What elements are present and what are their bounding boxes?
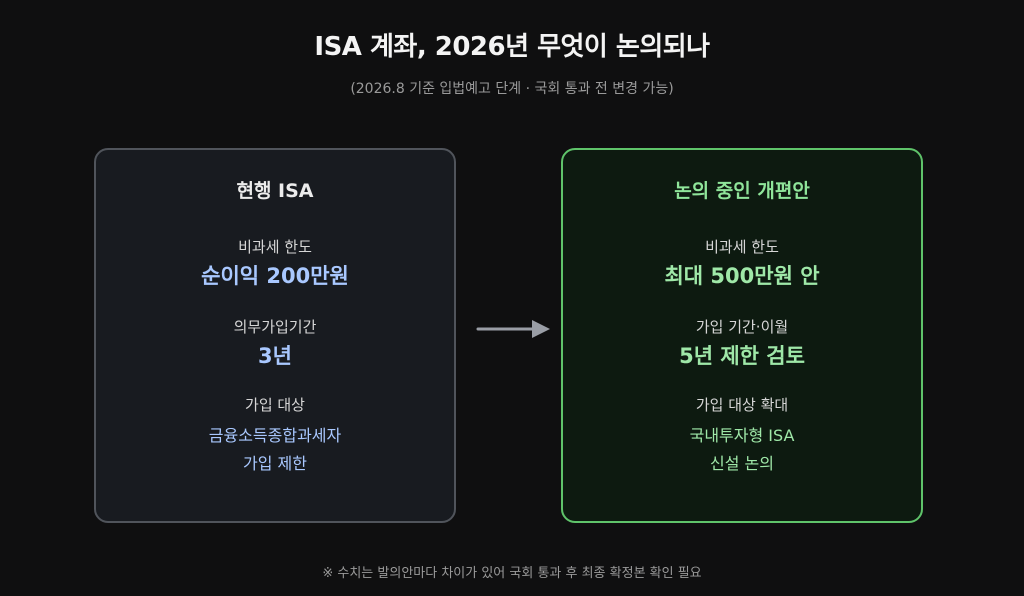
proposed-eligibility-label: 가입 대상 확대 — [695, 396, 789, 414]
proposed-card-title: 논의 중인 개편안 — [674, 180, 810, 202]
current-eligibility-line1: 금융소득종합과세자 — [208, 426, 342, 445]
proposed-period-label: 가입 기간·이월 — [695, 318, 789, 336]
page-subtitle: (2026.8 기준 입법예고 단계 · 국회 통과 전 변경 가능) — [350, 81, 674, 97]
proposed-eligibility-line2: 신설 논의 — [710, 454, 774, 473]
proposed-eligibility-line1: 국내투자형 ISA — [689, 426, 795, 445]
current-eligibility-line2: 가입 제한 — [243, 454, 307, 473]
proposed-period-value: 5년 제한 검토 — [679, 344, 805, 368]
current-limit-label: 비과세 한도 — [238, 238, 312, 256]
current-period-value: 3년 — [258, 344, 292, 368]
footnote: ※ 수치는 발의안마다 차이가 있어 국회 통과 후 최종 확정본 확인 필요 — [322, 566, 702, 581]
current-isa-card: 현행 ISA 비과세 한도 순이익 200만원 의무가입기간 3년 가입 대상 … — [94, 148, 456, 523]
page-title: ISA 계좌, 2026년 무엇이 논의되나 — [314, 32, 710, 62]
proposed-limit-label: 비과세 한도 — [705, 238, 779, 256]
current-limit-value: 순이익 200만원 — [201, 264, 349, 288]
current-card-title: 현행 ISA — [236, 180, 314, 202]
proposed-reform-card: 논의 중인 개편안 비과세 한도 최대 500만원 안 가입 기간·이월 5년 … — [561, 148, 923, 523]
current-period-label: 의무가입기간 — [233, 318, 317, 336]
proposed-limit-value: 최대 500만원 안 — [664, 264, 820, 288]
right-arrow-icon — [476, 320, 550, 338]
current-eligibility-label: 가입 대상 — [245, 396, 305, 414]
